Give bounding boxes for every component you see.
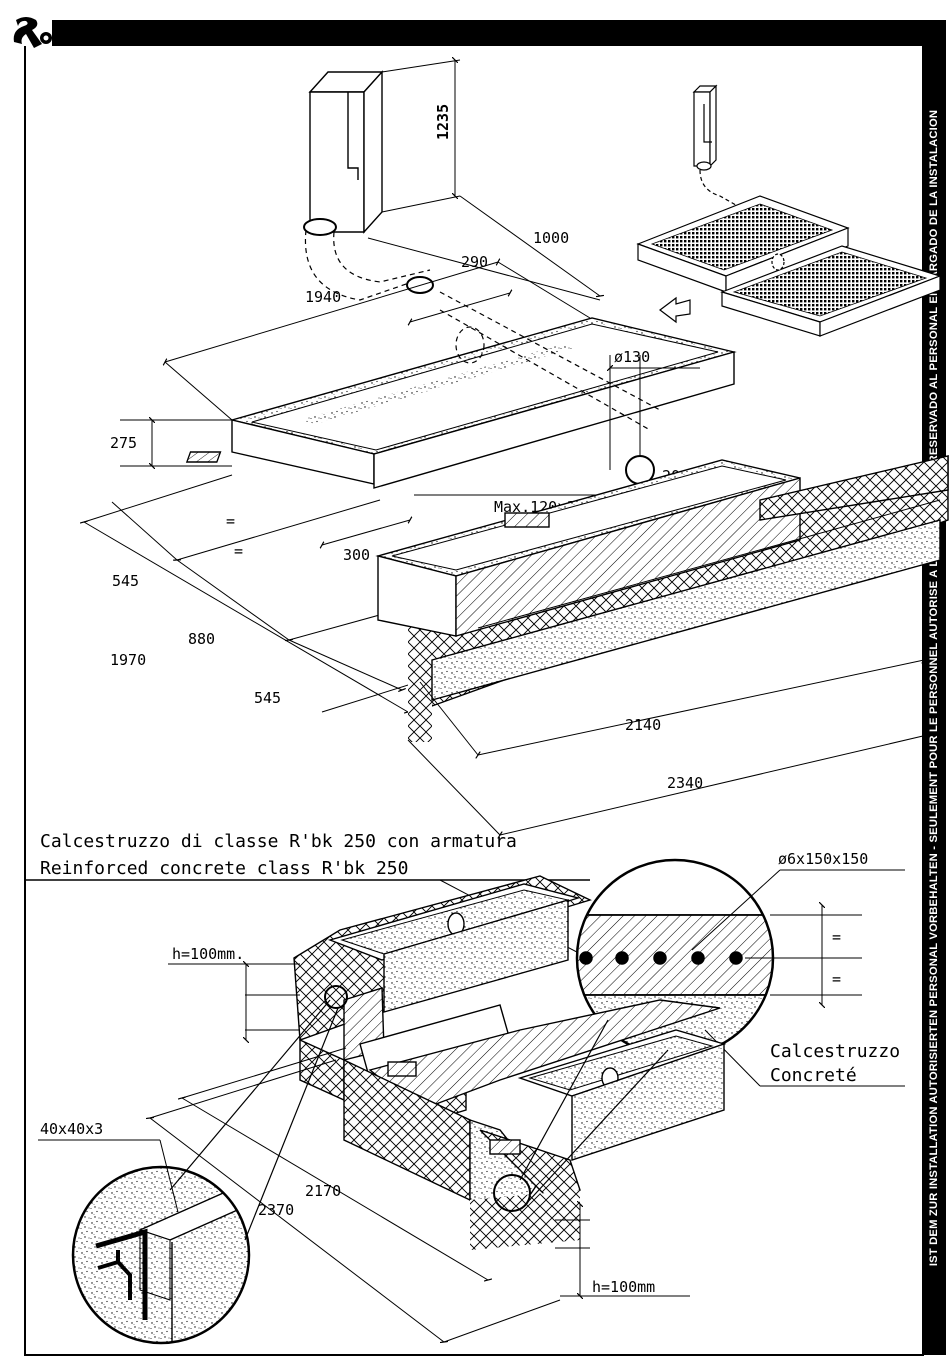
dim-1970: 1970 bbox=[110, 651, 146, 669]
dim-545-b: 545 bbox=[254, 689, 281, 707]
dim-290: 290 bbox=[461, 253, 488, 271]
column-unit bbox=[303, 70, 384, 236]
rebar-detail-circle bbox=[575, 858, 775, 1058]
concrete-label-en: Concreté bbox=[770, 1065, 857, 1086]
dim-1000: 1000 bbox=[533, 229, 569, 247]
dim-1940: 1940 bbox=[305, 288, 341, 306]
dim-130: ø130 bbox=[614, 348, 650, 366]
dim-eq-1: = bbox=[226, 512, 235, 530]
brand-logo-icon bbox=[13, 17, 52, 48]
h100-top: h=100mm. bbox=[172, 945, 244, 963]
eq-top: = bbox=[832, 928, 841, 946]
angle-spec: 40x40x3 bbox=[40, 1120, 103, 1138]
dim-2340: 2340 bbox=[667, 774, 703, 792]
dim-545-a: 545 bbox=[112, 572, 139, 590]
concrete-note-it: Calcestruzzo di classe R'bk 250 con arma… bbox=[40, 831, 517, 852]
foundation-pit-ground bbox=[375, 455, 949, 742]
concrete-label-it: Calcestruzzo bbox=[770, 1041, 900, 1062]
frame-left-border bbox=[24, 46, 26, 1356]
inset-mini-view bbox=[636, 84, 942, 337]
frame-bottom-border bbox=[24, 1354, 924, 1356]
concrete-note-en: Reinforced concrete class R'bk 250 bbox=[40, 858, 408, 879]
connecting-conduit bbox=[439, 291, 661, 431]
dim-2140: 2140 bbox=[625, 716, 661, 734]
eq-bottom: = bbox=[832, 970, 841, 988]
dim-1235: 1235 bbox=[434, 104, 452, 140]
dim-eq-2: = bbox=[234, 542, 243, 560]
bottom-foundation bbox=[293, 875, 727, 1250]
rebar-spec: ø6x150x150 bbox=[778, 850, 868, 868]
dim-2170: 2170 bbox=[305, 1182, 341, 1200]
foundation-pit-top bbox=[185, 317, 737, 489]
h100-bottom: h=100mm bbox=[592, 1278, 655, 1296]
dim-880: 880 bbox=[188, 630, 215, 648]
dim-300: 300 bbox=[343, 546, 370, 564]
angle-detail-circle bbox=[71, 1165, 251, 1345]
dim-275: 275 bbox=[110, 434, 137, 452]
header-bar bbox=[52, 20, 922, 46]
dim-2370: 2370 bbox=[258, 1201, 294, 1219]
